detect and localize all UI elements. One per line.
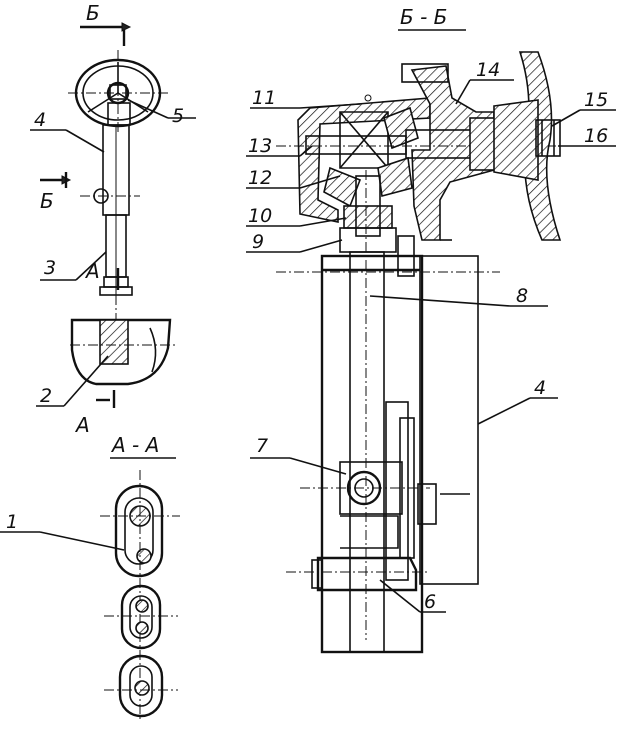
callout-7: 7 [250, 435, 347, 475]
svg-text:9: 9 [252, 231, 264, 253]
svg-text:1: 1 [6, 511, 18, 533]
section-label-b-top: Б [86, 1, 100, 25]
section-marker-b-top: Б [80, 1, 132, 46]
callout-15: 15 [551, 89, 616, 127]
hull-wall [493, 51, 562, 241]
shaft-lower [99, 214, 133, 320]
callout-9: 9 [246, 231, 343, 253]
gearbox-housing [297, 63, 495, 241]
column-upper [80, 124, 140, 216]
callout-6: 6 [379, 579, 446, 613]
callout-5: 5 [127, 99, 196, 127]
callout-11: 11 [250, 87, 361, 109]
section-marker-b-side: Б [40, 172, 72, 213]
section-aa-chain: А - А 1 [0, 433, 180, 720]
svg-text:3: 3 [44, 257, 56, 279]
svg-text:16: 16 [584, 125, 608, 147]
handwheel [68, 50, 170, 135]
section-aa-title: А - А [110, 433, 159, 457]
section-marker-a-bottom: А [74, 390, 116, 437]
callout-2: 2 [36, 355, 109, 407]
bracket-6 [286, 556, 430, 592]
callout-10: 10 [246, 205, 347, 227]
column-right [276, 235, 500, 654]
callout-12: 12 [246, 167, 341, 189]
svg-text:5: 5 [172, 105, 184, 127]
callout-13: 13 [246, 135, 313, 157]
svg-text:2: 2 [40, 385, 52, 407]
svg-text:12: 12 [248, 167, 272, 189]
svg-text:10: 10 [248, 205, 272, 227]
section-bb-title: Б - Б [400, 5, 447, 29]
section-marker-a-top: А [84, 259, 120, 290]
svg-text:8: 8 [516, 285, 528, 307]
svg-text:6: 6 [424, 591, 436, 613]
left-elevation-view: Б Б [30, 1, 196, 437]
callout-4-left: 4 [30, 109, 105, 153]
svg-text:11: 11 [252, 87, 276, 109]
svg-text:4: 4 [534, 377, 546, 399]
callout-8: 8 [369, 285, 548, 307]
svg-text:13: 13 [248, 135, 272, 157]
callout-16: 16 [558, 125, 616, 147]
callout-4-right: 4 [477, 377, 558, 425]
svg-text:14: 14 [476, 59, 500, 81]
svg-text:4: 4 [34, 109, 46, 131]
drive-bracket [70, 318, 175, 386]
callout-14: 14 [455, 59, 514, 105]
lever-assembly [300, 401, 437, 581]
svg-text:7: 7 [256, 435, 268, 457]
svg-text:15: 15 [584, 89, 608, 111]
callout-3: 3 [40, 251, 107, 281]
section-label-b-side: Б [40, 189, 54, 213]
callout-1: 1 [0, 511, 125, 551]
section-label-a-bottom: А [74, 413, 90, 437]
section-label-a-top: А [84, 259, 100, 283]
section-bb-view: Б - Б [246, 5, 616, 654]
